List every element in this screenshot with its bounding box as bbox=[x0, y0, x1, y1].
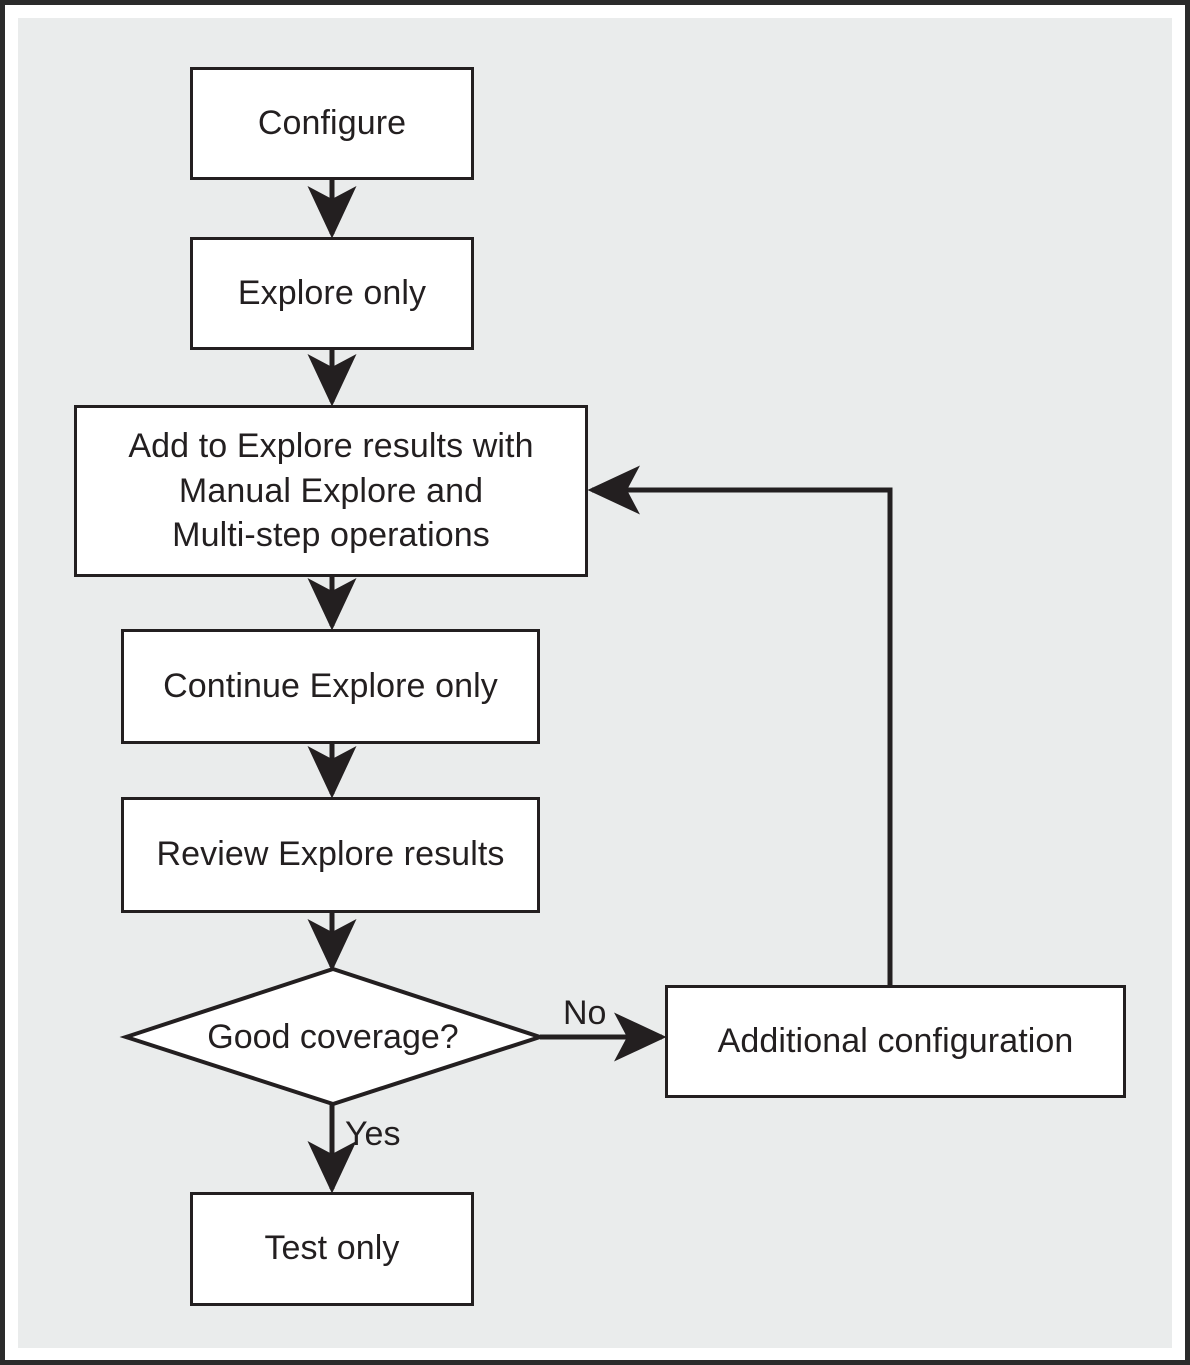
node-add-to-explore-results-line-2: Manual Explore and bbox=[178, 471, 484, 510]
node-configure-label: Configure bbox=[257, 103, 407, 142]
node-good-coverage-label: Good coverage? bbox=[207, 1017, 459, 1056]
node-explore-only[interactable]: Explore only bbox=[190, 237, 474, 350]
edge-label-yes: Yes bbox=[345, 1115, 401, 1153]
node-configure[interactable]: Configure bbox=[190, 67, 474, 180]
node-add-to-explore-results-line-1: Add to Explore results with bbox=[128, 426, 534, 465]
node-additional-configuration[interactable]: Additional configuration bbox=[665, 985, 1126, 1098]
node-add-to-explore-results-line-3: Multi-step operations bbox=[172, 516, 490, 555]
node-continue-explore-only[interactable]: Continue Explore only bbox=[121, 629, 540, 744]
node-additional-configuration-label: Additional configuration bbox=[717, 1021, 1074, 1060]
node-review-explore-results-label: Review Explore results bbox=[156, 835, 505, 874]
node-continue-explore-only-label: Continue Explore only bbox=[163, 666, 498, 705]
node-test-only-label: Test only bbox=[264, 1229, 400, 1268]
node-test-only[interactable]: Test only bbox=[190, 1192, 474, 1306]
node-add-to-explore-results[interactable]: Add to Explore results with Manual Explo… bbox=[74, 405, 588, 577]
node-explore-only-label: Explore only bbox=[237, 273, 427, 312]
node-review-explore-results[interactable]: Review Explore results bbox=[121, 797, 540, 913]
node-good-coverage-decision[interactable]: Good coverage? bbox=[150, 1010, 516, 1064]
edge-label-no: No bbox=[563, 994, 607, 1032]
